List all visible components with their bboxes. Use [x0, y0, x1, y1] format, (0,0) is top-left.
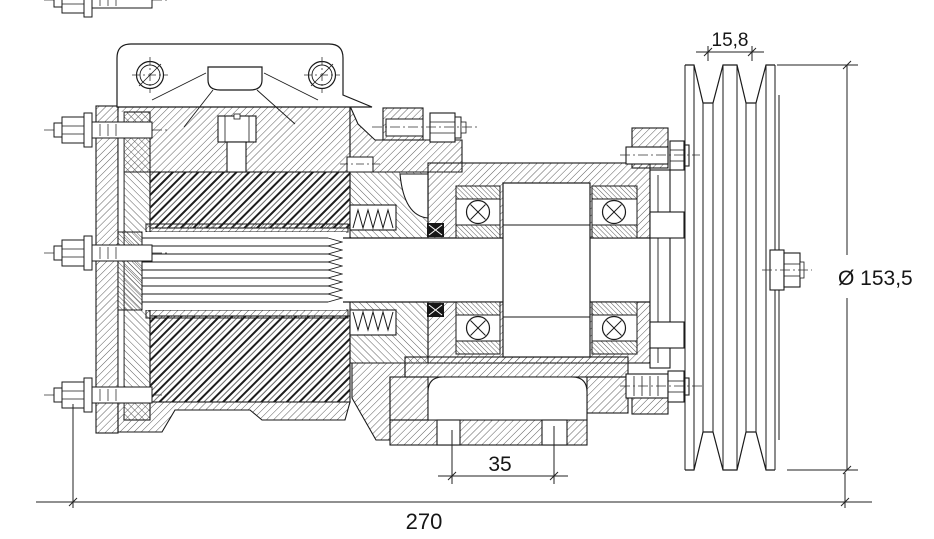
housing-skirt: [117, 401, 351, 433]
bearing-spacer: [502, 182, 591, 358]
dimension-slot-spacing: 35: [438, 426, 568, 484]
seal-section: [349, 171, 429, 364]
v-belt-pulley: [684, 64, 812, 471]
side-fitting: [340, 156, 380, 173]
rotor-hub: [117, 231, 143, 311]
dimension-label-slot-spacing: 35: [488, 453, 511, 476]
bracket-hole-right: [304, 57, 340, 93]
dimension-pulley-diameter: Ø 153,5: [777, 60, 913, 475]
spline-teeth: [326, 237, 344, 303]
bracket-hole-left: [132, 57, 168, 93]
foot-neck: [404, 356, 629, 378]
top-fitting-bolt: [372, 112, 480, 143]
stator-coil-upper: [149, 171, 351, 229]
hub-bolt-top: [620, 127, 700, 171]
pulley-top-profile: [685, 64, 775, 104]
pulley-bottom-profile: [685, 431, 775, 471]
hub-plate: [620, 127, 702, 415]
splined-rotor: [117, 223, 349, 319]
pulley-shaft-bolt: [762, 249, 812, 291]
hub-bolt-bottom: [620, 370, 702, 415]
seal-spring-bottom: [352, 310, 394, 332]
ball-bearings: [455, 182, 638, 358]
bearing-right: [591, 185, 638, 355]
dimension-groove-pitch: 15,8: [696, 30, 764, 61]
stator-coil-lower: [149, 315, 351, 403]
seal-spring-top: [352, 208, 394, 230]
bearing-left: [455, 185, 501, 355]
spline-lines: [142, 237, 328, 303]
bracket-ribs: [151, 72, 319, 128]
rotor-sleeve-top: [145, 223, 349, 233]
filler-plug: [217, 113, 257, 173]
foot-slot-left: [436, 419, 461, 446]
dimension-overall-length: 270: [36, 404, 872, 534]
rotor-sleeve-bottom: [145, 309, 349, 319]
fixing-bolt: [44, 0, 168, 18]
left-end-plate: [95, 105, 119, 434]
dimension-label-overall-length: 270: [406, 509, 443, 534]
mounting-bracket: [116, 43, 373, 128]
seal-rings: [427, 223, 444, 317]
bracket-center-detail: [207, 66, 263, 91]
dimension-label-pulley-diameter: Ø 153,5: [838, 267, 913, 290]
shaft: [343, 237, 650, 303]
foot-cavity: [427, 376, 588, 421]
dimension-label-groove-pitch: 15,8: [712, 30, 749, 51]
